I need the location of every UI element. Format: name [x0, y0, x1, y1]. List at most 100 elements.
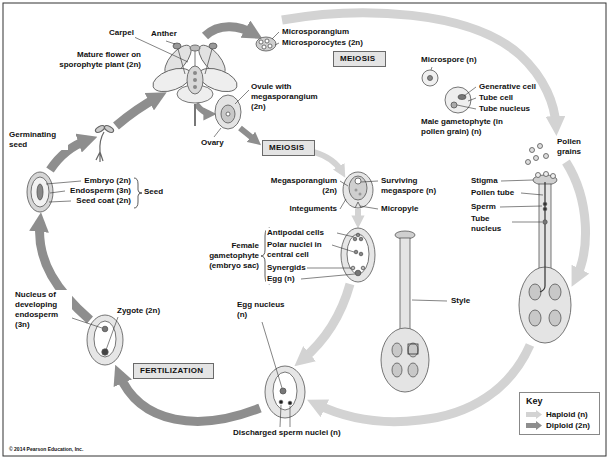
pistil-illustration-part: [408, 363, 418, 377]
leader-lines: [46, 32, 543, 427]
embryo-sac-ovule: [341, 228, 375, 282]
microsporangium-illustration-part: [259, 40, 263, 44]
flower-illustration-part: [178, 49, 185, 74]
microsporangium-illustration-part: [256, 37, 276, 51]
box-text: Key: [526, 396, 593, 407]
pollen-illustration-part: [530, 148, 535, 153]
embryo-sac-ovule-part: [361, 266, 365, 270]
part-label: Pollen grains: [556, 137, 598, 157]
pollen-illustration-part: [422, 70, 438, 86]
seed-illustration-part: [27, 172, 53, 212]
fertilization-ovule-part: [273, 372, 297, 410]
part-label: Megasporangium (2n): [264, 176, 338, 196]
legend-swatch: [526, 421, 542, 430]
pollen-illustration-part: [445, 87, 471, 113]
leader-lines-part: [306, 268, 351, 269]
megaspore-ovule-part: [359, 193, 362, 196]
seedling-illustration: [94, 124, 114, 162]
part-label: Integuments: [288, 204, 338, 214]
leader-lines-part: [106, 317, 118, 350]
flower-illustration-part: [193, 85, 197, 89]
legend-swatch: [526, 410, 542, 419]
pistil-illustration-part: [400, 238, 410, 332]
frame: [3, 3, 606, 456]
box-text: MEIOSIS: [269, 143, 308, 153]
cycle-arrows-part: [566, 162, 585, 278]
cycle-arrows-part: [196, 104, 210, 114]
part-label: Stigma: [470, 176, 499, 186]
flower-illustration-part: [194, 104, 196, 126]
leader-lines-part: [361, 181, 378, 182]
pistil-illustration: [381, 231, 429, 392]
ovary-illustration-part: [226, 112, 230, 116]
legend-arrow: [526, 410, 542, 419]
pollen-illustration-part: [428, 76, 433, 81]
part-label: Seed: [143, 187, 164, 197]
flower-illustration-part: [195, 50, 196, 66]
part-label: Surviving megaspore (n): [380, 176, 450, 196]
pollinated-pistil-illustration-part: [536, 173, 541, 178]
legend-text: Haploid (n): [546, 409, 588, 420]
part-label: Male gametophyte (in pollen grain) (n): [420, 117, 510, 137]
megaspore-ovule-part: [358, 202, 361, 208]
legend-row: Haploid (n): [526, 409, 593, 420]
part-label: Tube cell: [478, 93, 514, 103]
seed-illustration-part: [37, 184, 43, 200]
fertilization-ovule: [265, 366, 305, 418]
pistil-illustration-part: [392, 343, 402, 357]
pollen-illustration-part: [534, 156, 539, 161]
pollinated-pistil-illustration: [519, 172, 571, 344]
leader-lines-part: [521, 193, 543, 195]
pistil-illustration-part: [408, 343, 418, 357]
embryo-sac-ovule-part: [355, 270, 361, 276]
fertilization-ovule-part: [280, 388, 286, 394]
embryo-sac-ovule-part: [353, 237, 357, 241]
part-label: Synergids: [266, 263, 307, 273]
leader-lines-part: [262, 322, 282, 388]
part-label: © 2014 Pearson Education, Inc.: [8, 446, 84, 453]
pollen-illustration-part: [451, 102, 457, 108]
pollinated-pistil-illustration-part: [529, 284, 541, 300]
microsporangium-illustration-part: [265, 39, 269, 43]
megaspore-ovule: [343, 172, 373, 208]
megaspore-ovule-part: [355, 178, 361, 184]
leader-lines-part: [340, 181, 348, 186]
pollinated-pistil-illustration-part: [540, 182, 545, 292]
leader-lines-part: [46, 181, 81, 184]
part-label: Egg (n): [266, 274, 296, 284]
seedling-illustration-part: [96, 152, 103, 162]
part-label: Discharged sperm nuclei (n): [232, 428, 342, 438]
part-label: Anther: [150, 29, 178, 39]
part-label: Endosperm (3n): [69, 186, 132, 196]
brackets-part: [134, 178, 142, 208]
leader-lines-part: [431, 67, 432, 70]
part-label: Tube nucleus: [470, 214, 512, 234]
legend-arrow: [526, 421, 542, 430]
pollinated-pistil-illustration-part: [543, 207, 547, 211]
leader-lines-part: [214, 128, 221, 137]
leader-lines-part: [510, 222, 542, 223]
cycle-arrows-part: [240, 128, 256, 141]
stage-box: FERTILIZATION: [133, 363, 214, 379]
leader-lines-part: [340, 199, 346, 209]
part-label: Style: [450, 296, 471, 306]
megaspore-ovule-part: [355, 189, 358, 192]
part-label: Antipodal cells: [266, 228, 325, 238]
cycle-arrows-part: [302, 284, 350, 360]
pistil-illustration-part: [381, 328, 429, 392]
fertilization-ovule-part: [279, 400, 283, 404]
part-label: Generative cell: [478, 82, 537, 92]
embryo-sac-ovule-part: [356, 233, 360, 237]
stage-box: MEIOSIS: [262, 140, 315, 156]
cycle-arrows-part: [119, 374, 260, 421]
pollinated-pistil-illustration-part: [543, 202, 547, 206]
part-label: Germinating seed: [8, 130, 68, 150]
ovary-illustration-part: [215, 95, 241, 129]
megaspore-ovule-part: [355, 202, 358, 208]
cycle-arrows-part: [116, 97, 158, 126]
pollinated-pistil-illustration-part: [551, 174, 556, 179]
part-label: Ovary: [200, 138, 225, 148]
microsporangium-illustration: [256, 37, 276, 51]
part-label: Seed coat (2n): [75, 196, 132, 206]
